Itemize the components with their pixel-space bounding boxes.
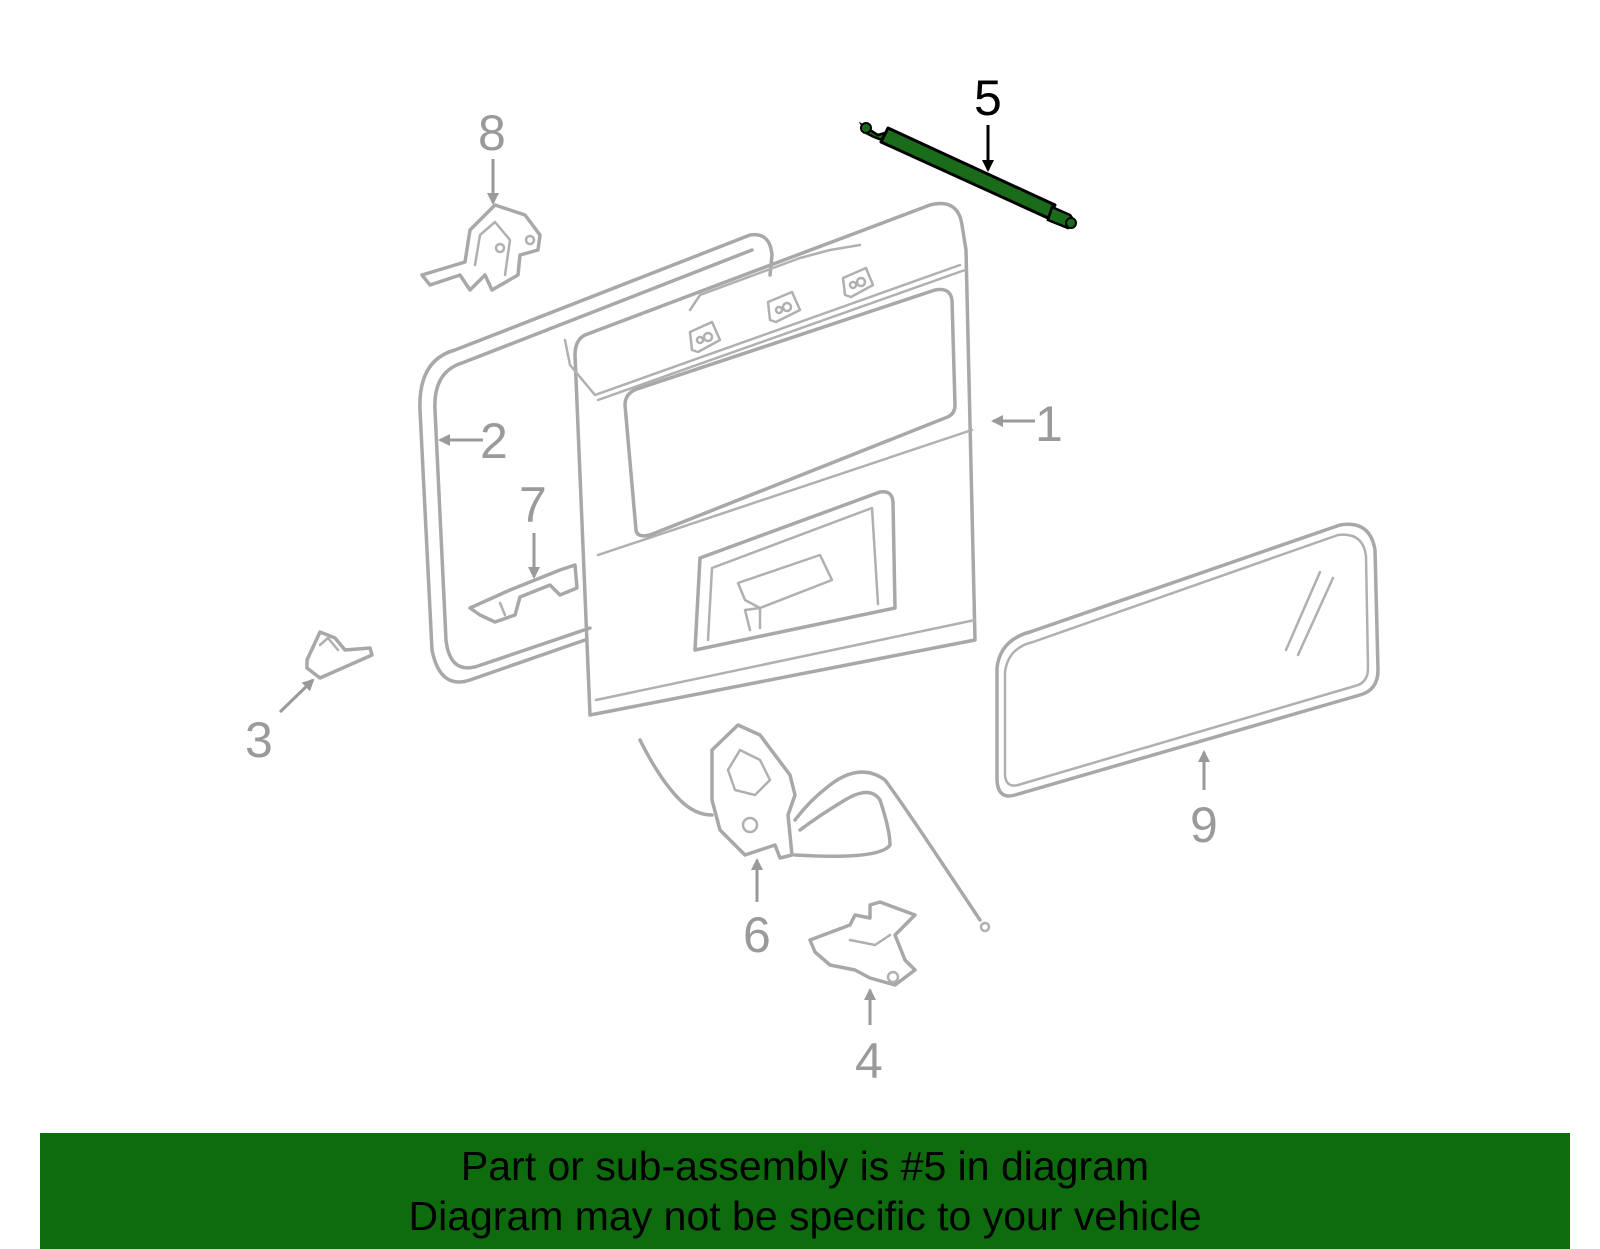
callout-8[interactable]: 8 bbox=[478, 105, 506, 161]
callout-6[interactable]: 6 bbox=[743, 907, 771, 963]
banner-line-2: Diagram may not be specific to your vehi… bbox=[408, 1193, 1202, 1239]
part-6-latch[interactable] bbox=[638, 723, 991, 933]
part-1-liftgate[interactable] bbox=[563, 201, 977, 717]
part-7-handle[interactable] bbox=[468, 563, 579, 624]
callout-2[interactable]: 2 bbox=[480, 413, 508, 469]
callout-1[interactable]: 1 bbox=[1035, 396, 1063, 452]
part-8-hinge[interactable] bbox=[420, 203, 542, 292]
part-9-glass[interactable] bbox=[995, 522, 1380, 798]
callout-leaders bbox=[278, 125, 1210, 1025]
part-2-weatherstrip[interactable] bbox=[418, 232, 774, 684]
info-banner: Part or sub-assembly is #5 in diagram Di… bbox=[40, 1133, 1570, 1249]
part-4-bracket[interactable] bbox=[808, 900, 917, 987]
callout-4[interactable]: 4 bbox=[855, 1033, 883, 1089]
callout-3[interactable]: 3 bbox=[245, 712, 273, 768]
part-3-striker[interactable] bbox=[305, 630, 374, 680]
callout-labels: 1 2 3 4 5 6 7 8 9 bbox=[245, 70, 1218, 1089]
callout-9[interactable]: 9 bbox=[1190, 797, 1218, 853]
callout-7[interactable]: 7 bbox=[519, 477, 547, 533]
banner-line-1: Part or sub-assembly is #5 in diagram bbox=[460, 1143, 1150, 1189]
part-5-lift-support[interactable] bbox=[858, 121, 1077, 230]
callout-5[interactable]: 5 bbox=[974, 70, 1002, 126]
